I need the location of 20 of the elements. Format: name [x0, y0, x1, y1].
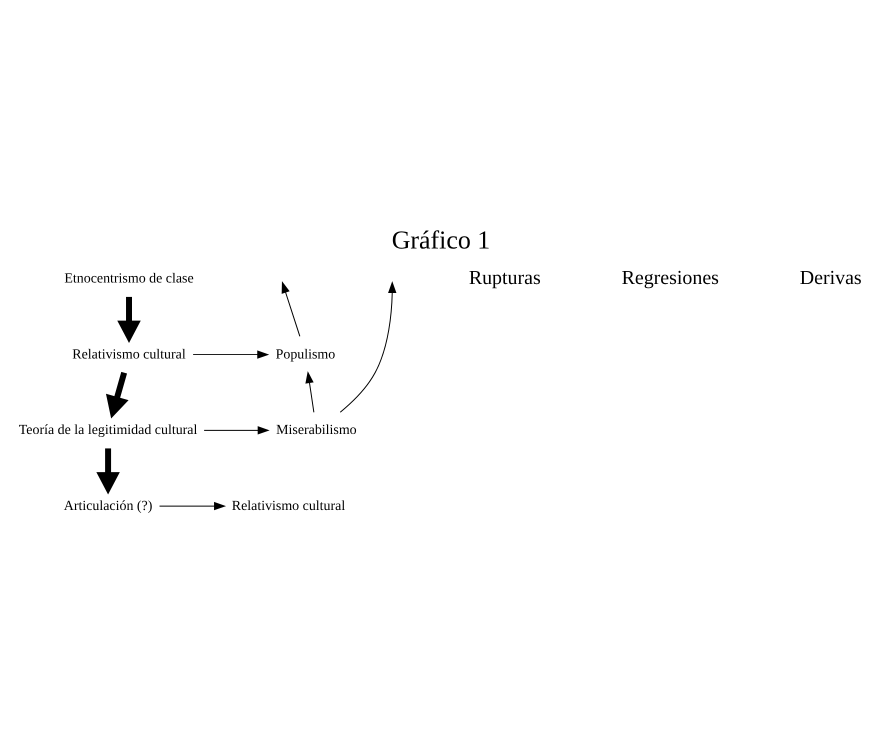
node-text: Teoría de la legitimidad cultural [18, 422, 198, 438]
node-text: Relativismo cultural [232, 498, 346, 514]
arrow [159, 501, 226, 510]
arrow [305, 370, 314, 412]
label: Derivas [800, 266, 862, 288]
node-text: Articulación (?) [64, 498, 152, 514]
label: Regresiones [622, 266, 719, 288]
arrow [96, 448, 120, 494]
arrow [340, 280, 396, 412]
node-text: Relativismo cultural [72, 346, 186, 362]
arrow [106, 371, 129, 418]
label: Rupturas [468, 266, 541, 288]
arrow [192, 350, 270, 358]
arrow [282, 280, 300, 336]
arrow [117, 296, 141, 342]
diagram-title: Gráfico 1 [392, 225, 490, 254]
node-text: Etnocentrismo de clase [64, 270, 194, 286]
node-text: Miserabilismo [276, 422, 357, 438]
arrow [204, 426, 270, 434]
node-text: Populismo [276, 346, 336, 362]
